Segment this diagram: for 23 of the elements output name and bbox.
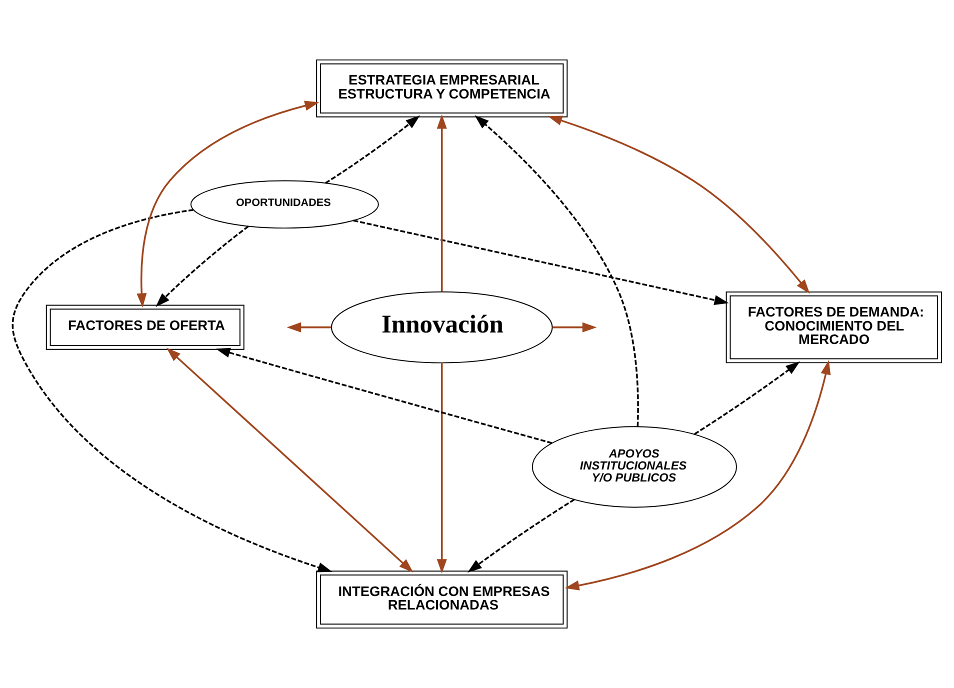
arrow	[353, 220, 729, 305]
arrow	[166, 348, 414, 573]
arrow	[694, 361, 800, 435]
node-box: FACTORES DE DEMANDA: CONOCIMIENTO DEL MERCADO	[726, 291, 942, 364]
arrow	[12, 209, 332, 572]
node-box: ESTRATEGIA EMPRESARIAL ESTRUCTURA Y COMPETENCIA	[316, 59, 568, 118]
arrow	[136, 100, 320, 308]
node-ellipse: Innovación	[330, 291, 553, 364]
arrow	[216, 348, 552, 444]
arrow	[564, 360, 831, 590]
node-ellipse: OPORTUNIDADES	[190, 180, 379, 229]
node-box: INTEGRACIÓN CON EMPRESAS RELACIONADAS	[316, 570, 568, 629]
arrow	[552, 322, 597, 332]
arrow	[436, 114, 447, 292]
node-ellipse: APOYOS INSTITUCIONALES Y/O PUBLICOS	[532, 426, 738, 508]
arrow	[436, 362, 447, 574]
arrow	[548, 116, 810, 294]
arrow	[286, 322, 332, 332]
arrow	[156, 226, 249, 308]
arrow	[325, 115, 420, 184]
node-box: FACTORES DE OFERTA	[46, 304, 244, 350]
arrow	[474, 115, 639, 427]
arrow	[467, 498, 575, 573]
